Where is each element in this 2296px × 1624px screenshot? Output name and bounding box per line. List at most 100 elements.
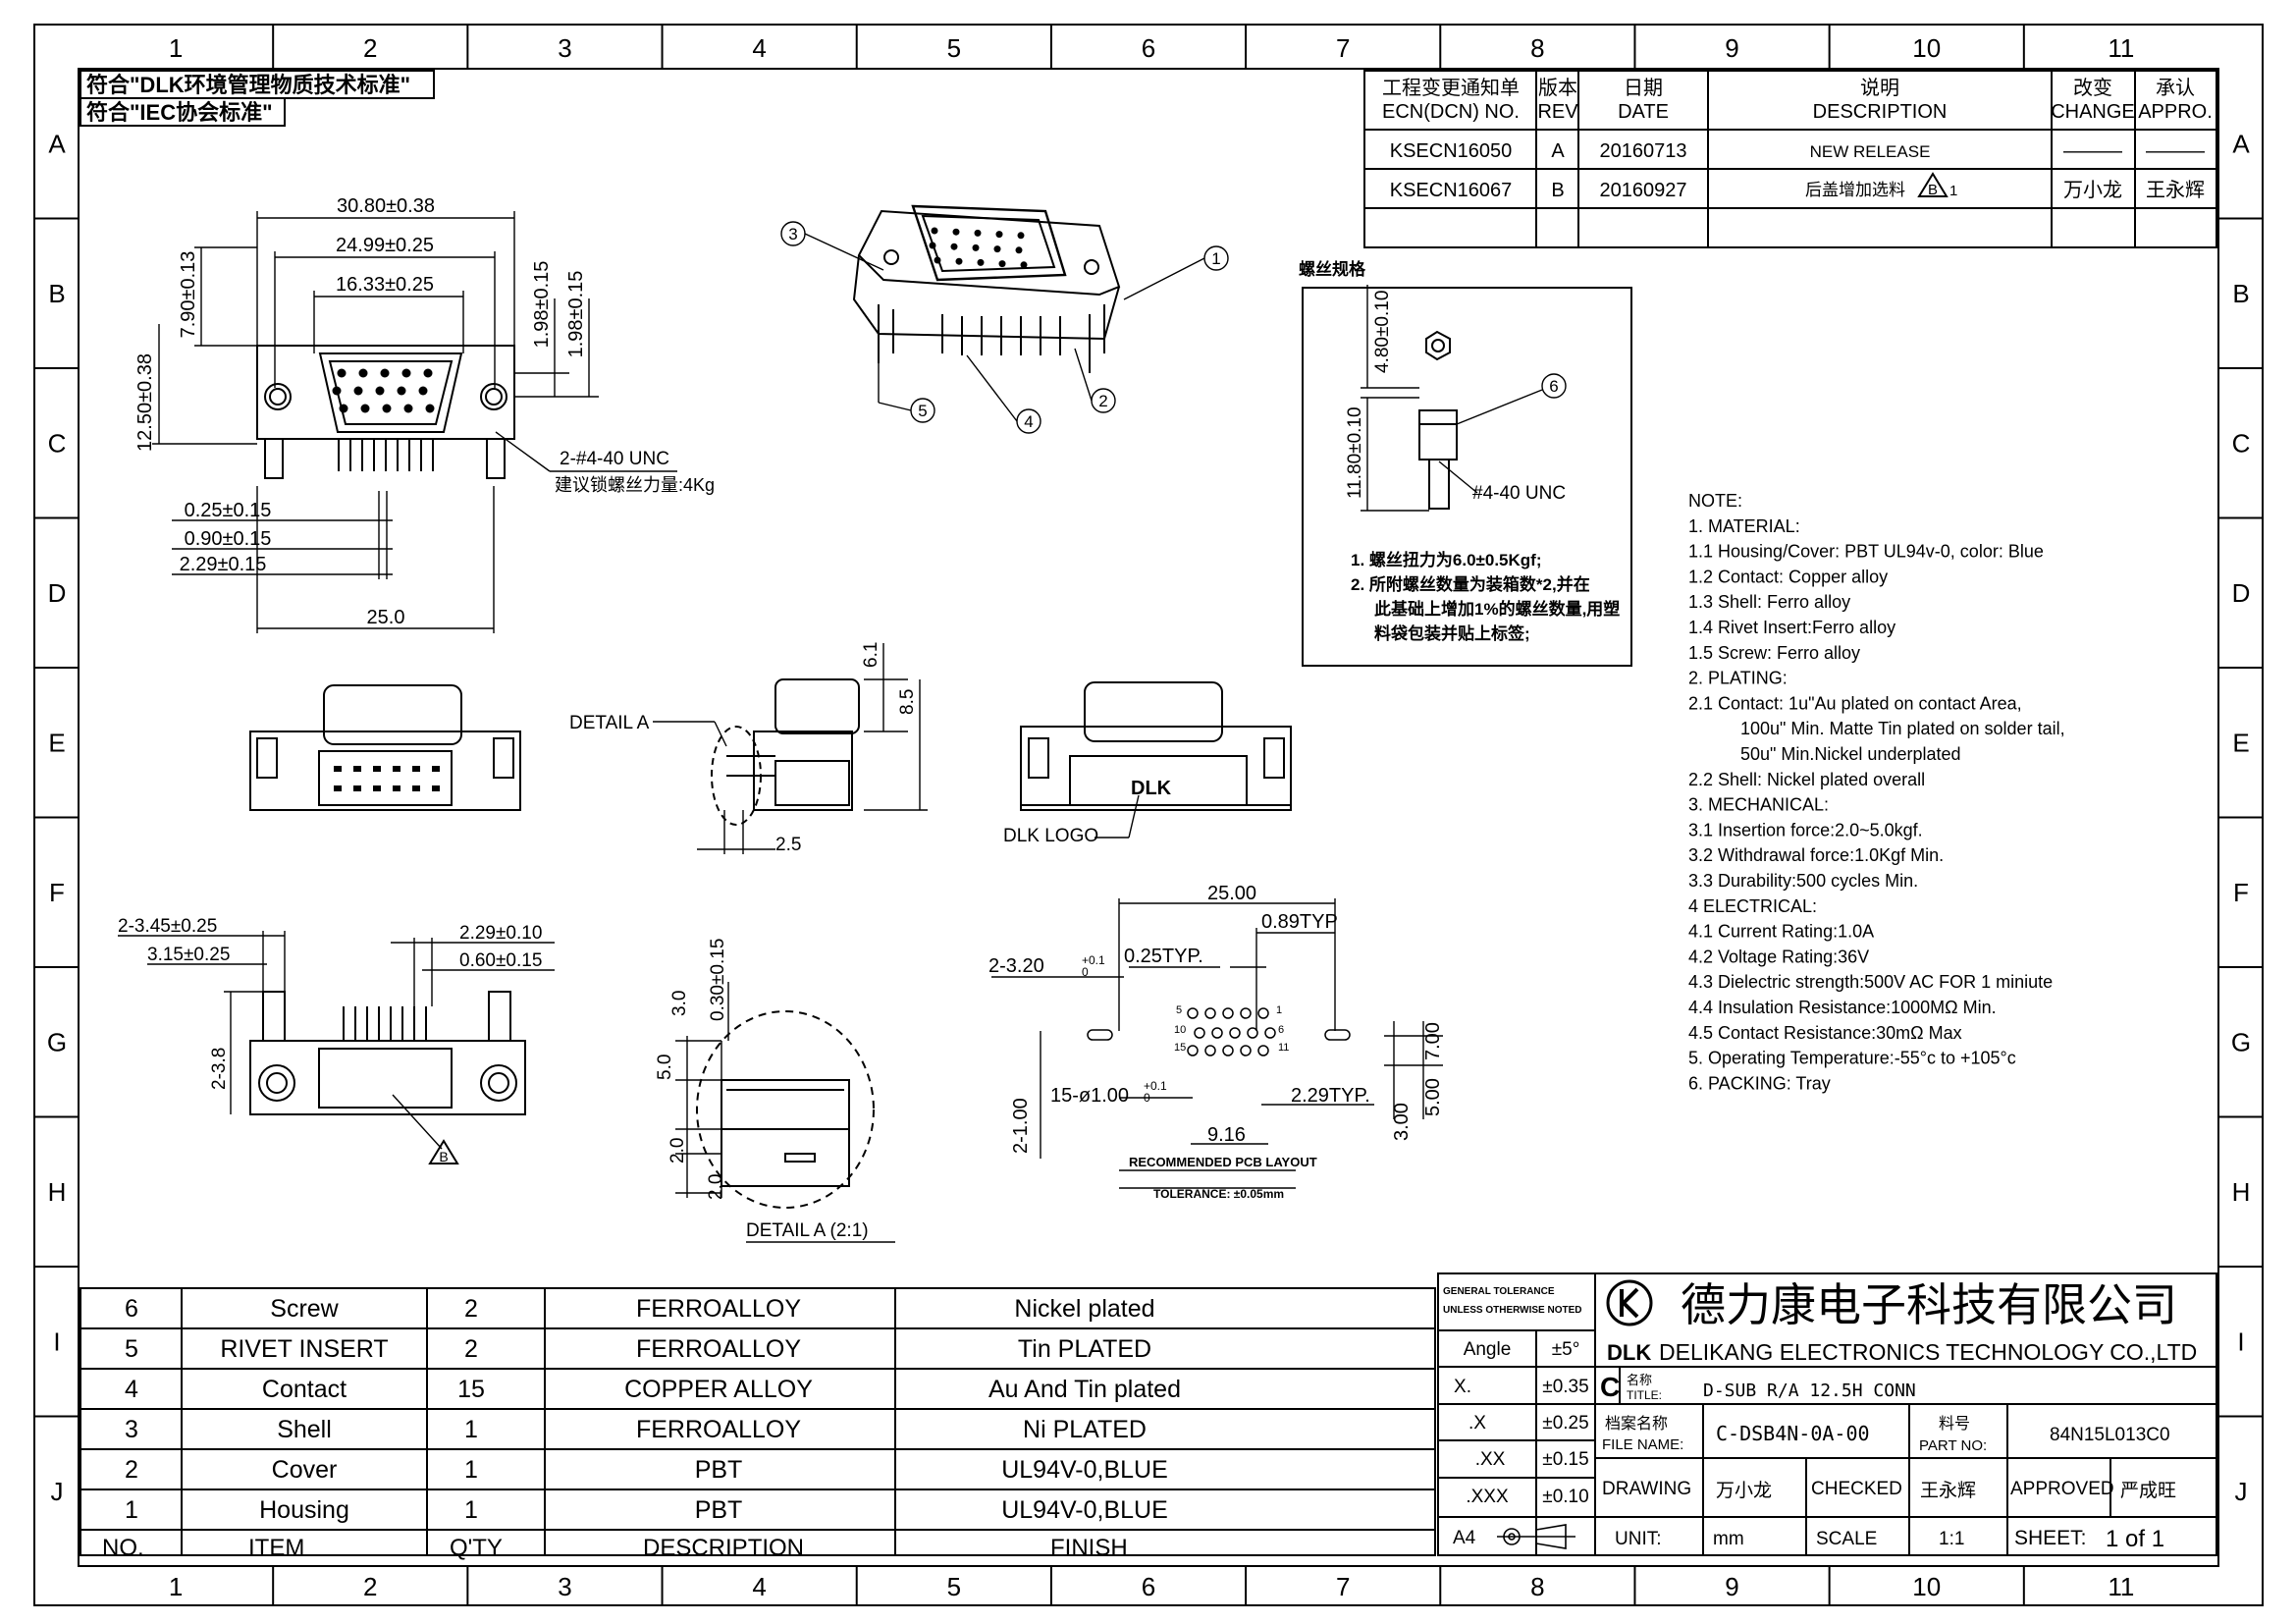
scale-value: 1:1 [1939, 1529, 1964, 1549]
bom-qty: 1 [464, 1416, 478, 1443]
rev-head-desc-cn: 说明 [1860, 77, 1899, 99]
rev-head-ecn-cn: 工程变更通知单 [1382, 77, 1520, 99]
tol-2-value: ±0.15 [1542, 1449, 1588, 1470]
standard-iec: 符合"IEC协会标准" [86, 100, 273, 125]
file-name: C-DSB4N-0A-00 [1716, 1422, 1870, 1445]
zone-col-2-bottom: 2 [363, 1572, 377, 1601]
drawing-title: D-SUB R/A 12.5H CONN [1703, 1380, 1916, 1401]
callout-5: 5 [918, 402, 927, 420]
pcb-hole [1257, 1007, 1269, 1019]
zone-col-10-bottom: 10 [1912, 1572, 1941, 1601]
detail-dim-30: 3.0 [669, 991, 690, 1016]
notes-block: NOTE:1. MATERIAL:1.1 Housing/Cover: PBT … [1688, 491, 2065, 1093]
sheet-label: SHEET: [2014, 1527, 2087, 1549]
note-line: 50u" Min.Nickel underplated [1740, 744, 1961, 764]
zone-row-G-right: G [2231, 1027, 2251, 1056]
pcb-dim-916: 9.16 [1207, 1124, 1246, 1146]
file-label-cn: 档案名称 [1605, 1415, 1668, 1433]
zone-row-C-right: C [2232, 428, 2251, 458]
bom-qty: 1 [464, 1456, 478, 1484]
pcb-dim-229: 2.29TYP. [1291, 1085, 1370, 1107]
unit-label: UNIT: [1615, 1529, 1662, 1549]
rev-a-appro: ——— [2146, 140, 2205, 162]
contact-pin [950, 243, 958, 250]
dim-25: 2.5 [775, 835, 801, 855]
contact-pin [995, 231, 1003, 239]
rev-b-desc: 后盖增加选料 [1805, 181, 1905, 199]
zone-row-G-left: G [47, 1027, 67, 1056]
pcb-hole [1264, 1027, 1276, 1039]
pcb-dim-700: 7.00 [1422, 1022, 1444, 1060]
zone-row-E-right: E [2232, 728, 2249, 757]
pcb-layout-title: RECOMMENDED PCB LAYOUT [1129, 1155, 1317, 1169]
note-line: 4.4 Insulation Resistance:1000MΩ Min. [1688, 998, 1997, 1017]
tol-1-label: .X [1468, 1413, 1486, 1434]
pcb-hole [1247, 1027, 1258, 1039]
note-line: NOTE: [1688, 491, 1742, 511]
contact-pin [401, 368, 411, 378]
contact-pin [955, 257, 963, 265]
note-line: 100u" Min. Matte Tin plated on solder ta… [1740, 719, 2065, 738]
isometric-view: 1 2 3 4 5 [780, 204, 1229, 434]
tol-3-label: .XXX [1466, 1487, 1509, 1507]
company-logo: DLK [1606, 1279, 1653, 1365]
dim-shell-width: 16.33±0.25 [336, 274, 434, 296]
outer-frame [33, 24, 2264, 1606]
screw-note-3: 此基础上增加1%的螺丝数量,用塑 [1374, 599, 1620, 619]
zone-col-7-bottom: 7 [1336, 1572, 1350, 1601]
bom-qty: 2 [464, 1295, 478, 1323]
solder-tail [432, 785, 440, 791]
rev-a-ecn: KSECN16050 [1390, 140, 1513, 162]
note-line: 4.3 Dielectric strength:500V AC FOR 1 mi… [1688, 972, 2053, 992]
zone-row-J-right: J [2235, 1477, 2248, 1506]
contact-pin [403, 404, 413, 413]
zone-col-4-top: 4 [752, 33, 766, 63]
rev-head-rev-en: REV [1537, 101, 1578, 123]
title-label-cn: 名称 [1627, 1373, 1652, 1387]
pcb-dim-holes-tol-plus: +0.1 [1144, 1079, 1167, 1093]
bom-description: PBT [695, 1456, 743, 1484]
screw-dim-head: 4.80±0.10 [1372, 291, 1393, 373]
contact-pin [977, 258, 985, 266]
detail-a-label: DETAIL A [569, 713, 650, 733]
unit-value: mm [1713, 1529, 1744, 1549]
file-label-en: FILE NAME: [1602, 1436, 1683, 1453]
callout-6: 6 [1549, 377, 1558, 396]
pcb-pin-10: 10 [1174, 1024, 1186, 1036]
approved-by: 严成旺 [2120, 1480, 2176, 1501]
rev-b-mark-no: 1 [1949, 183, 1957, 199]
zone-col-2-top: 2 [363, 33, 377, 63]
note-line: 1.5 Screw: Ferro alloy [1688, 643, 1860, 663]
end-dim-060: 0.60±0.15 [459, 950, 542, 971]
screw-note-1: 1. 螺丝扭力为6.0±0.5Kgf; [1351, 550, 1541, 569]
solder-tail [393, 785, 400, 791]
checked-by: 王永辉 [1920, 1480, 1976, 1501]
pcb-pin-1: 1 [1276, 1004, 1282, 1016]
rev-head-change-cn: 改变 [2073, 77, 2112, 99]
note-line: 4.2 Voltage Rating:36V [1688, 947, 1869, 966]
tol-3-value: ±0.10 [1542, 1487, 1588, 1507]
rev-head-appro-en: APPRO. [2138, 101, 2213, 123]
contact-pin [931, 227, 938, 235]
contact-pin [972, 244, 980, 251]
rev-b-appro: 王永辉 [2146, 179, 2205, 201]
dim-height-1250: 12.50±0.38 [134, 353, 156, 452]
note-line: 3.2 Withdrawal force:1.0Kgf Min. [1688, 845, 1944, 865]
rear-view [249, 684, 521, 811]
dim-229: 2.29±0.15 [180, 554, 267, 575]
zone-col-11-bottom: 11 [2108, 1572, 2134, 1601]
rev-head-date-cn: 日期 [1624, 78, 1663, 99]
bom-no: 5 [125, 1335, 138, 1363]
contact-pin [332, 386, 342, 396]
zone-row-H-right: H [2232, 1177, 2251, 1207]
solder-tail [373, 766, 381, 772]
scale-label: SCALE [1816, 1529, 1877, 1549]
dlk-logo-label: DLK LOGO [1003, 826, 1098, 846]
bom-finish: UL94V-0,BLUE [1001, 1496, 1168, 1524]
rev-a-change: ——— [2063, 140, 2122, 162]
rev-b-change: 万小龙 [2063, 179, 2122, 201]
screw-dim-length: 11.80±0.10 [1345, 406, 1365, 499]
solder-tail [412, 785, 420, 791]
projection-icon [1497, 1524, 1575, 1549]
